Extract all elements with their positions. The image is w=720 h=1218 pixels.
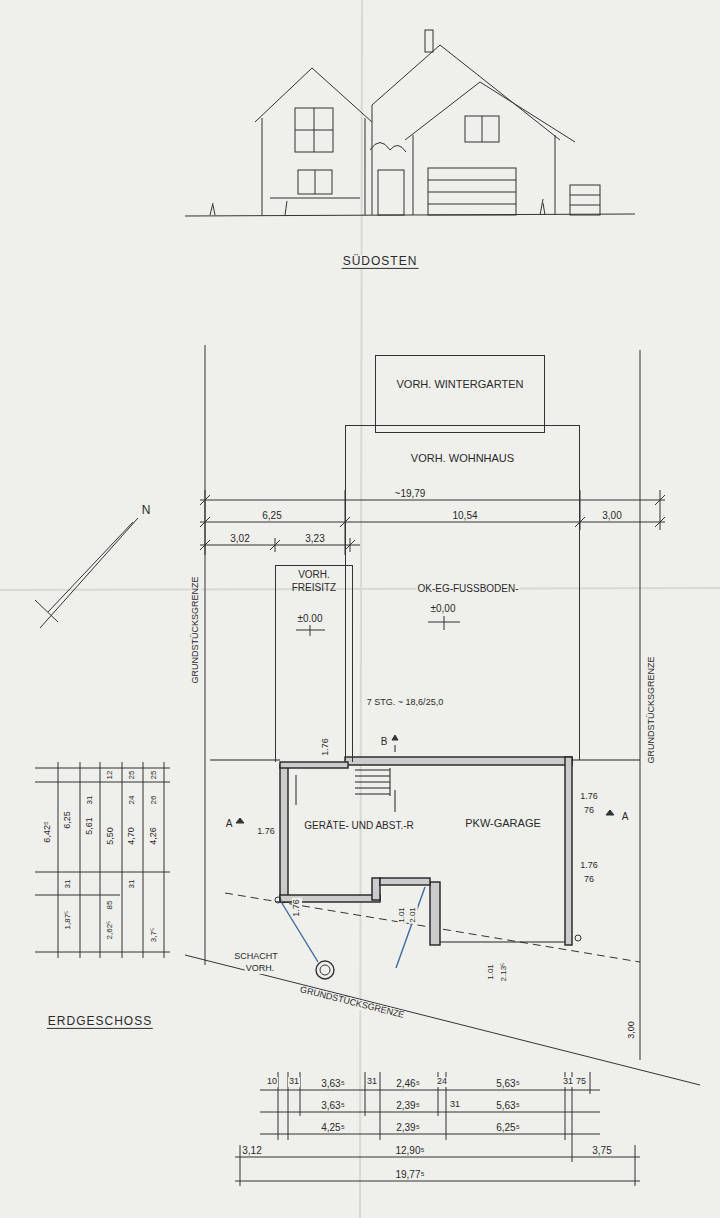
- dimension-text: 5,63⁵: [495, 1078, 521, 1089]
- dimension-text: 6,25: [63, 810, 73, 830]
- room-name: VORH. WINTERGARTEN: [397, 378, 524, 392]
- room-name: PKW-GARAGE: [465, 817, 541, 831]
- dimension-text: 12: [106, 770, 115, 781]
- view-heading: SÜDOSTEN: [342, 255, 419, 269]
- dimension-text: 2,46⁵: [395, 1078, 421, 1089]
- room-area: VORH. FREISITZ: [275, 565, 353, 762]
- dimension-text: 3,7⁵: [150, 927, 159, 943]
- level-label: ±0.00: [297, 613, 324, 624]
- section-mark: B: [380, 736, 389, 747]
- dimension-text: 2,39⁵: [395, 1100, 421, 1111]
- dimension-text: 4,26: [149, 826, 159, 846]
- dimension-text: 6,25: [261, 510, 282, 521]
- dimension-text: 3,12: [241, 1145, 262, 1156]
- elevation-sketch: [185, 30, 635, 216]
- section-mark: A: [225, 818, 234, 829]
- shaft-label: SCHACHT: [233, 952, 279, 962]
- north-arrow: [35, 518, 138, 628]
- dimension-text: 25: [150, 770, 159, 781]
- stair-note: 7 STG. ~ 18,6/25,0: [366, 698, 444, 708]
- dimension-text: 24: [436, 1077, 448, 1087]
- dimension-text: 4,70: [127, 826, 137, 846]
- room-name: GERÄTE- UND ABST.-R: [304, 820, 413, 833]
- boundary-label: GRUNDSTÜCKSGRENZE: [191, 575, 201, 684]
- building-walls: [210, 745, 640, 945]
- dimension-text: 31: [86, 795, 95, 806]
- boundary-label: GRUNDSTÜCKSGRENZE: [298, 985, 406, 1021]
- dimension-text: 1.76: [292, 898, 302, 918]
- dimension-text: 2,62⁵: [106, 920, 115, 941]
- dimension-text: 6,25⁵: [495, 1122, 521, 1133]
- dimension-text: 31: [288, 1077, 300, 1087]
- dimension-text: 31: [366, 1077, 378, 1087]
- section-mark: A: [621, 811, 630, 822]
- shaft-label: VORH.: [245, 964, 276, 974]
- dimension-text: 25: [128, 770, 137, 781]
- boundary-label: GRUNDSTÜCKSGRENZE: [647, 655, 657, 764]
- dimension-text: 31: [449, 1100, 461, 1110]
- dimension-text: 10: [266, 1077, 278, 1087]
- room-name: VORH. WOHNHAUS: [411, 452, 514, 466]
- dimension-text: 5,63⁵: [495, 1100, 521, 1111]
- dimension-text: 12,90⁵: [394, 1145, 425, 1156]
- dimension-text: 3,63⁵: [320, 1100, 346, 1111]
- level-label: ±0,00: [430, 603, 457, 614]
- dimension-text: 3,00: [627, 1020, 637, 1040]
- dimension-text: 2.13⁵: [500, 962, 509, 983]
- dimension-text: 76: [583, 806, 595, 816]
- dimension-text: 6,42⁵: [43, 820, 53, 843]
- dimension-text: 76: [583, 875, 595, 885]
- dimension-text: 75: [575, 1077, 587, 1087]
- dimension-text: 5,50: [106, 826, 116, 846]
- dimension-text: 1.76: [321, 737, 331, 757]
- dimension-text: 1.76: [579, 792, 599, 802]
- dimension-text: 31: [562, 1077, 574, 1087]
- room-area: GERÄTE- UND ABST.-R: [292, 818, 426, 848]
- dimension-text: 3,63⁵: [320, 1078, 346, 1089]
- dimension-text: ~19,79: [394, 488, 427, 499]
- room-area: VORH. WINTERGARTEN: [375, 355, 545, 433]
- dimension-text: 3,00: [601, 510, 622, 521]
- dimension-text: 4,25⁵: [320, 1122, 346, 1133]
- dimension-text: 85: [106, 900, 115, 911]
- dimension-text: 2,39⁵: [395, 1122, 421, 1133]
- dimension-text: 1.76: [256, 827, 276, 837]
- dimension-text: 10,54: [451, 510, 478, 521]
- dimension-text: 26: [150, 795, 159, 806]
- room-area: PKW-GARAGE: [446, 815, 560, 859]
- dimension-text: 3,02: [229, 533, 250, 544]
- dimension-text: 3,23: [304, 533, 325, 544]
- dimension-text: 1.01: [487, 963, 496, 981]
- dimension-lines: [35, 490, 665, 1186]
- floor-heading: ERDGESCHOSS: [47, 1015, 153, 1029]
- dimension-text: 1.76: [579, 861, 599, 871]
- dimension-text: 1,87⁵: [64, 910, 73, 931]
- property-lines: [185, 345, 700, 1085]
- dimension-text: 5,61: [85, 816, 95, 836]
- dimension-text: 1.01: [398, 906, 407, 924]
- dimension-text: 31: [128, 879, 137, 890]
- level-label: OK-EG-FUSSBODEN-: [416, 583, 519, 594]
- north-label: N: [141, 504, 152, 517]
- dimension-text: 31: [64, 879, 73, 890]
- shaft-connections: [275, 887, 581, 979]
- room-name: VORH. FREISITZ: [276, 569, 352, 594]
- level-symbols: [236, 616, 614, 823]
- dimension-text: 24: [128, 795, 137, 806]
- dimension-text: 2.01: [409, 906, 418, 924]
- dimension-text: 3,75: [591, 1145, 612, 1156]
- dimension-text: 19,77⁵: [394, 1169, 425, 1180]
